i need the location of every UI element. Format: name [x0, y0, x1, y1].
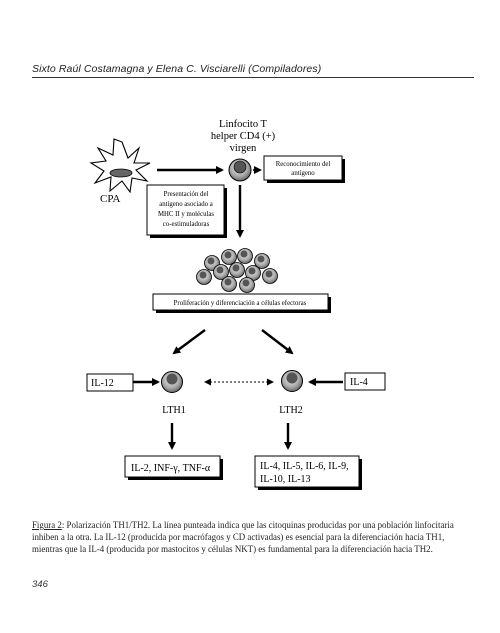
presentation-label-1: Presentación del [164, 191, 209, 198]
th2-output-label-2: IL-10, IL-13 [260, 474, 311, 485]
naive-cell-label-1: Linfocito T [219, 119, 268, 130]
th1-label: LTH1 [162, 405, 186, 416]
presentation-box: Presentación del antígeno asociado a MHC… [146, 184, 227, 238]
naive-cell-label-2: helper CD4 (+) [211, 131, 276, 142]
th1-output-box: IL-2, INF-γ, TNF-α [124, 455, 223, 480]
presentation-label-3: MHC II y moléculas [158, 211, 214, 218]
proliferating-cells-icon [196, 248, 278, 293]
th1-output-label: IL-2, INF-γ, TNF-α [131, 463, 211, 474]
naive-t-cell-icon [228, 158, 252, 182]
branch-arrow-th1 [172, 329, 206, 355]
proliferation-label: Proliferación y diferenciación a células… [174, 300, 307, 307]
branch-arrow-th2 [261, 329, 294, 355]
il12-label: IL-12 [91, 378, 114, 389]
mutual-inhibition-line [204, 378, 274, 386]
presentation-label-2: antígeno asociado a [159, 201, 213, 208]
recognition-label-2: antígeno [291, 170, 315, 177]
il4-label: IL-4 [350, 377, 368, 388]
running-header: Sixto Raúl Costamagna y Elena C. Visciar… [32, 63, 322, 75]
naive-cell-label-3: virgen [230, 143, 257, 154]
header-divider [32, 77, 474, 78]
caption-text: : Polarización TH1/TH2. La línea puntead… [32, 520, 454, 554]
th2-label: LTH2 [279, 405, 303, 416]
apc-label: CPA [100, 193, 120, 205]
recognition-label-1: Reconocimiento del [276, 161, 331, 168]
th2-cell-icon [281, 370, 303, 392]
proliferation-box: Proliferación y diferenciación a células… [152, 293, 331, 313]
il4-box: IL-4 [344, 372, 386, 391]
figure-caption: Figura 2: Polarización TH1/TH2. La línea… [32, 520, 470, 555]
il12-box: IL-12 [86, 373, 134, 392]
recognition-box: Reconocimiento del antígeno [263, 155, 345, 183]
presentation-label-4: co-estimuladoras [163, 221, 210, 228]
th2-output-box: IL-4, IL-5, IL-6, IL-9, IL-10, IL-13 [254, 455, 362, 490]
th2-output-label-1: IL-4, IL-5, IL-6, IL-9, [260, 461, 349, 472]
apc-cell-icon [89, 138, 151, 194]
page-number: 346 [32, 579, 48, 590]
figure-reference: Figura 2 [32, 520, 62, 530]
th1-cell-icon [161, 371, 183, 393]
